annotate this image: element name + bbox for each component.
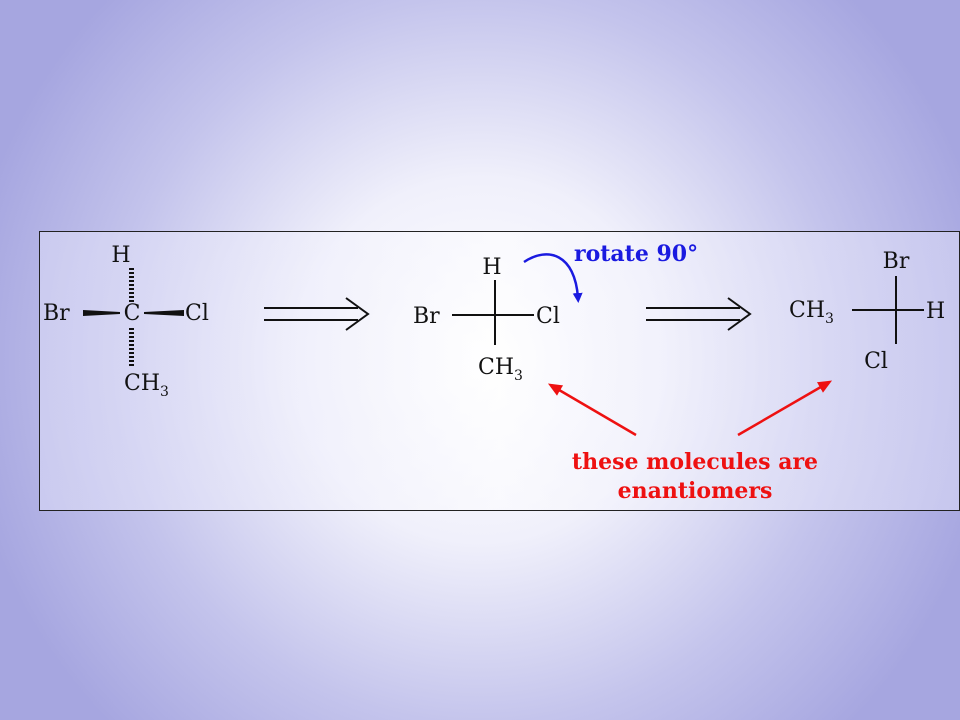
mol1-top-hashed-bond — [129, 267, 134, 303]
mol1-top-atom: H — [111, 243, 130, 268]
mol2-top-atom: H — [482, 255, 501, 280]
diagram-panel: H Br C Cl CH3 H Br Cl CH3 rotate 90° — [39, 231, 960, 511]
double-arrow-1 — [264, 297, 370, 331]
mol1-right-atom: Cl — [185, 301, 209, 326]
mol3-right-atom: H — [926, 299, 945, 324]
double-arrow-2 — [646, 297, 752, 331]
mol2-right-atom: Cl — [536, 304, 560, 329]
rotate-arrow — [523, 253, 583, 303]
mol1-bottom-group: CH3 — [124, 371, 169, 400]
mol1-left-atom: Br — [43, 301, 70, 326]
mol1-center-atom: C — [124, 301, 141, 326]
mol1-right-wedge-bond — [144, 310, 184, 316]
enantiomer-caption: these molecules are enantiomers — [572, 449, 818, 504]
caption-line-1: these molecules are — [572, 449, 818, 475]
mol3-top-atom: Br — [883, 249, 910, 274]
mol1-bottom-hashed-bond — [129, 328, 134, 366]
molecule-2-projection: H Br Cl CH3 — [413, 255, 560, 384]
mol3-bottom-atom: Cl — [864, 349, 888, 374]
rotate-annotation: rotate 90° — [523, 241, 698, 303]
caption-line-2: enantiomers — [618, 478, 773, 504]
molecule-3-projection: Br CH3 H Cl — [789, 249, 945, 374]
molecule-1-wedge-dash: H Br C Cl CH3 — [43, 243, 209, 400]
mol2-bottom-group: CH3 — [478, 355, 523, 384]
enantiomer-diagram: H Br C Cl CH3 H Br Cl CH3 rotate 90° — [43, 241, 945, 504]
mol3-left-group: CH3 — [789, 298, 834, 327]
rotate-label: rotate 90° — [574, 241, 698, 267]
pointer-arrow-left — [547, 383, 637, 437]
mol1-left-wedge-bond — [83, 310, 120, 316]
pointer-arrow-right — [737, 380, 833, 437]
enantiomer-pointers — [547, 380, 833, 437]
mol2-left-atom: Br — [413, 304, 440, 329]
